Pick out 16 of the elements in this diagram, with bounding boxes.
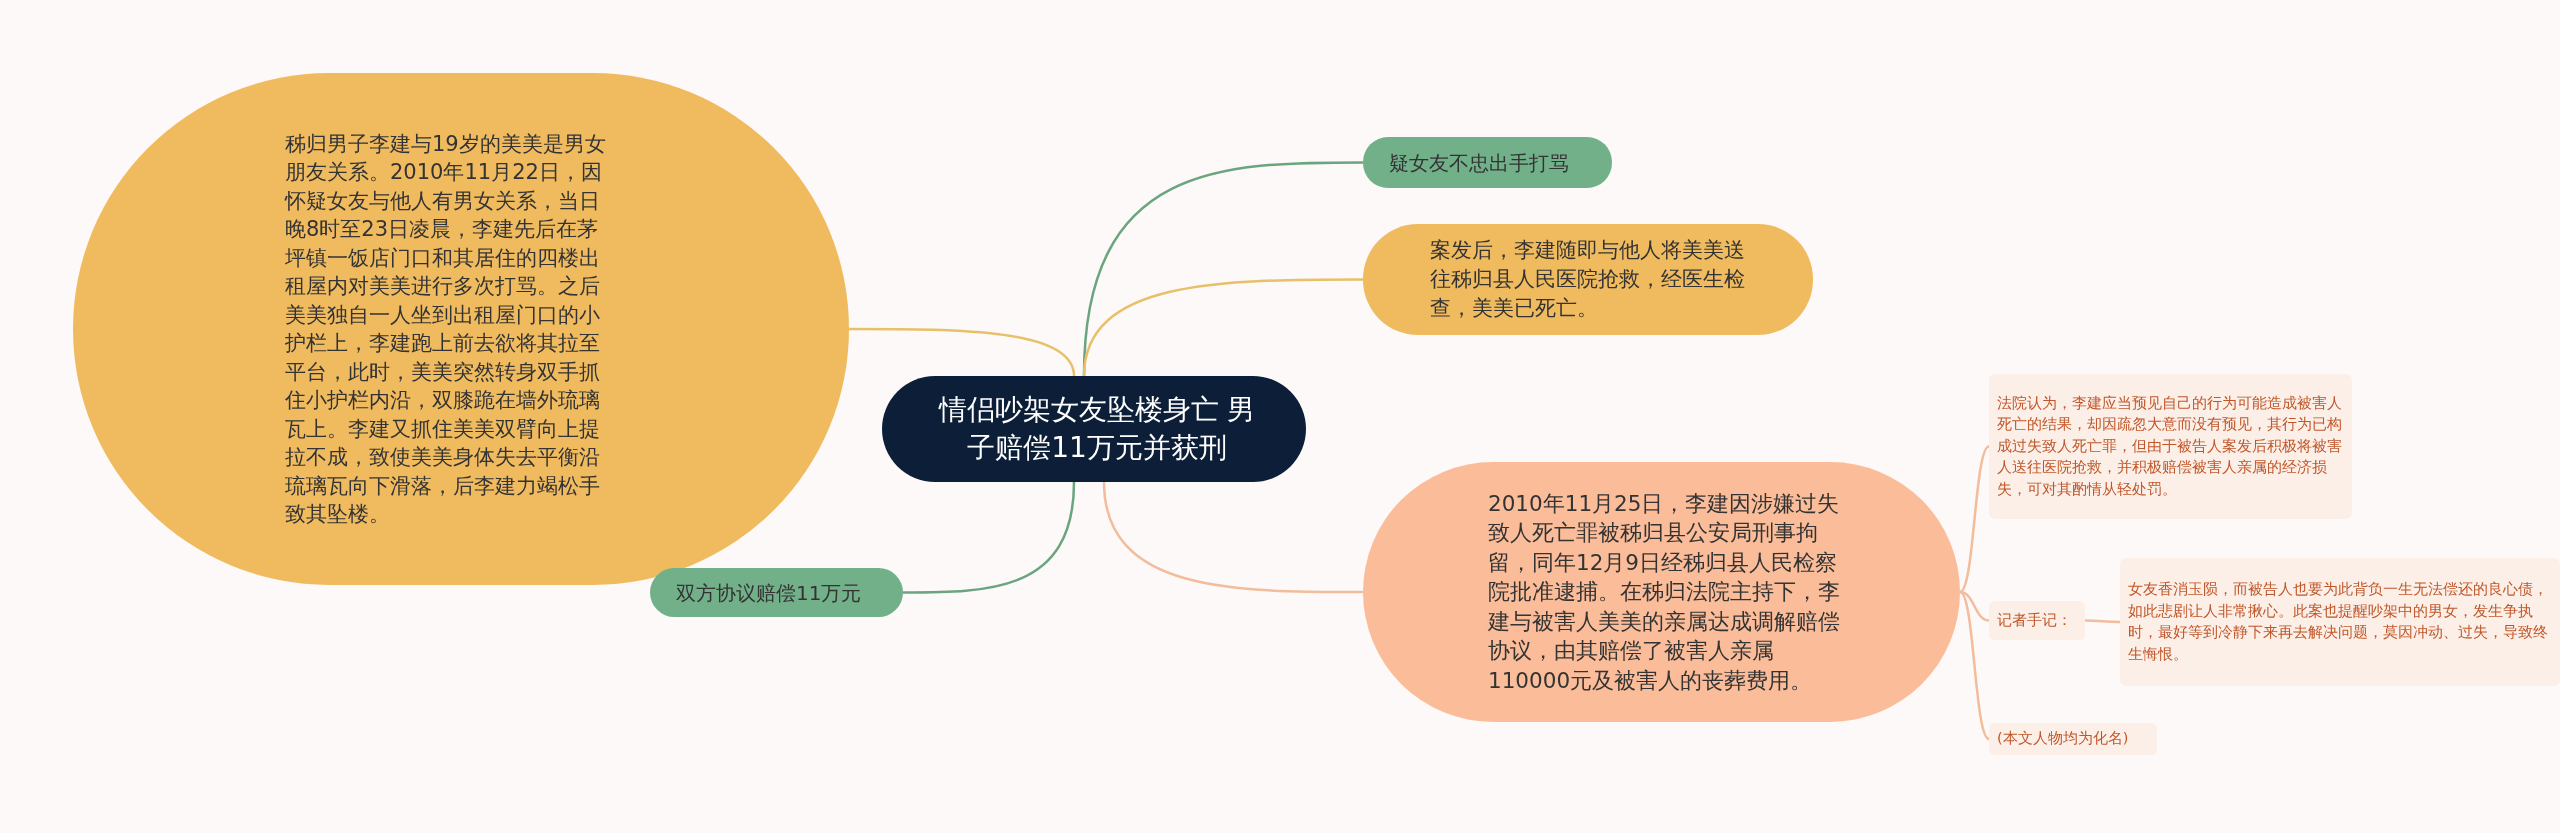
topic-pill: 疑女友不忠出手打骂 [1363, 137, 1612, 188]
note-box: 法院认为，李建应当预见自己的行为可能造成被害人死亡的结果，却因疏忽大意而没有预见，其行为已构成过失致人死亡罪，但由于被告人案发后积极将被害人送往医院抢救，并积极赔偿被害人亲属的经济损失，可对其酌情从轻处罚。 [1989, 374, 2352, 519]
connector [2085, 619, 2120, 624]
connector [1959, 591, 1990, 740]
note-box: 记者手记： [1989, 601, 2085, 640]
topic-box: 情侣吵架女友坠楼身亡 男子赔偿11万元并获刑 [882, 376, 1306, 482]
note-box: 女友香消玉陨，而被告人也要为此背负一生无法偿还的良心债，如此悲剧让人非常揪心。此案也提醒吵架中的男女，发生争执时，最好等到冷静下来再去解决问题，莫因冲动、过失，导致终生悔恨。 [2120, 558, 2560, 686]
connector [1959, 590, 1990, 622]
note-box: (本文人物均为化名) [1989, 723, 2157, 755]
connector [903, 481, 1076, 594]
connector [849, 327, 1076, 377]
connector [1102, 481, 1363, 594]
topic-pill: 双方协议赔偿11万元 [650, 568, 903, 617]
topic-pill: 案发后，李建随即与他人将美美送往秭归县人民医院抢救，经医生检查，美美已死亡。 [1363, 224, 1813, 335]
connector [1082, 278, 1363, 377]
connector [1959, 445, 1990, 593]
